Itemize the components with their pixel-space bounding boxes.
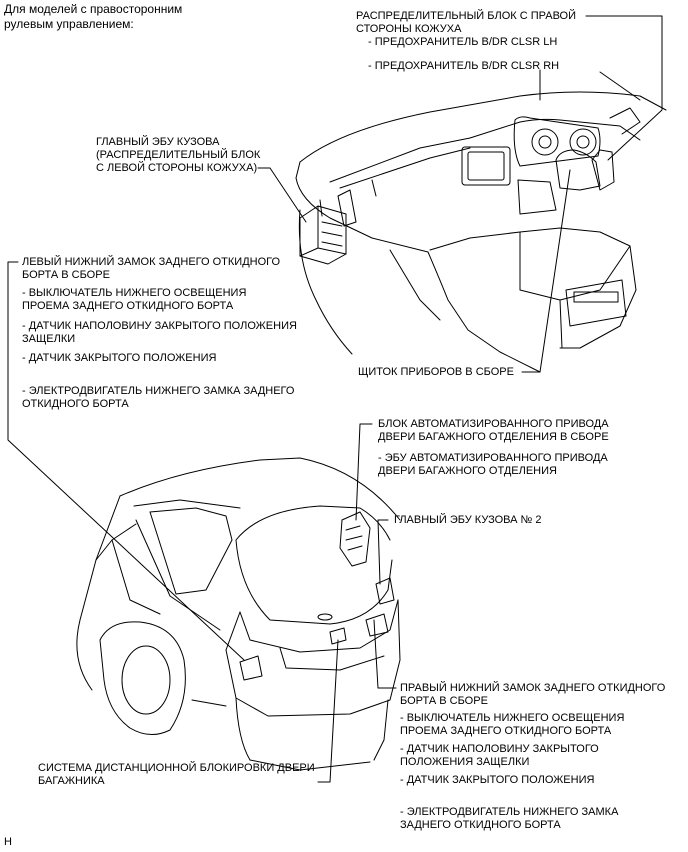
figure-code: H	[4, 836, 12, 848]
power-back-door-item-1: - ЭБУ АВТОМАТИЗИРОВАННОГО ПРИВОДА ДВЕРИ …	[378, 452, 608, 477]
left-lock-title-2: БОРТА В СБОРЕ	[22, 269, 110, 281]
leader-lines	[7, 15, 663, 783]
main-body-ecu-box	[299, 205, 347, 265]
left-lock-item-1: - ВЫКЛЮЧАТЕЛЬ НИЖНЕГО ОСВЕЩЕНИЯ ПРОЕМА З…	[22, 287, 247, 312]
right-lock-item-3: - ДАТЧИК ЗАКРЫТОГО ПОЛОЖЕНИЯ	[400, 774, 595, 786]
right-lock-item-4: - ЭЛЕКТРОДВИГАТЕЛЬ НИЖНЕГО ЗАМКА ЗАДНЕГО…	[400, 806, 619, 831]
header-line-1: Для моделей с правосторонним	[4, 2, 183, 16]
left-lock-item-3: - ДАТЧИК ЗАКРЫТОГО ПОЛОЖЕНИЯ	[22, 352, 217, 364]
dist-block-rh-title-1: РАСПРЕДЕЛИТЕЛЬНЫЙ БЛОК С ПРАВОЙ	[356, 10, 577, 22]
dist-block-rh-item-2: - ПРЕДОХРАНИТЕЛЬ B/DR CLSR RH	[368, 60, 560, 72]
remote-lock-line-1: СИСТЕМА ДИСТАНЦИОННОЙ БЛОКИРОВКИ ДВЕРИ	[38, 762, 315, 774]
power-back-door-title-1: БЛОК АВТОМАТИЗИРОВАННОГО ПРИВОДА	[378, 418, 609, 430]
main-body-ecu-line-1: ГЛАВНЫЙ ЭБУ КУЗОВА	[96, 136, 220, 148]
remote-lock-line-2: БАГАЖНИКА	[38, 775, 105, 787]
right-lock-title-1: ПРАВЫЙ НИЖНИЙ ЗАМОК ЗАДНЕГО ОТКИДНОГО	[400, 682, 666, 694]
header-line-2: рулевым управлением:	[4, 17, 134, 31]
label-main-body-ecu-2: ГЛАВНЫЙ ЭБУ КУЗОВА № 2	[394, 514, 542, 526]
left-lock-title-1: ЛЕВЫЙ НИЖНИЙ ЗАМОК ЗАДНЕГО ОТКИДНОГО	[22, 256, 281, 268]
right-lock-item-2: - ДАТЧИК НАПОЛОВИНУ ЗАКРЫТОГО ПОЛОЖЕНИЯ …	[400, 743, 599, 768]
right-lock-title-2: БОРТА В СБОРЕ	[400, 695, 488, 707]
main-body-ecu-line-3: С ЛЕВОЙ СТОРОНЫ КОЖУХА)	[96, 162, 258, 174]
vehicle-rear-illustration	[76, 457, 401, 771]
dashboard-illustration	[295, 69, 667, 373]
right-lock-item-1: - ВЫКЛЮЧАТЕЛЬ НИЖНЕГО ОСВЕЩЕНИЯ ПРОЕМА З…	[400, 712, 625, 737]
left-lock-item-2: - ДАТЧИК НАПОЛОВИНУ ЗАКРЫТОГО ПОЛОЖЕНИЯ …	[22, 320, 297, 345]
dist-block-rh-title-2: СТОРОНЫ КОЖУХА	[356, 23, 462, 35]
main-body-ecu-line-2: (РАСПРЕДЕЛИТЕЛЬНЫЙ БЛОК	[96, 149, 261, 161]
dist-block-rh-item-1: - ПРЕДОХРАНИТЕЛЬ B/DR CLSR LH	[368, 36, 558, 48]
left-lock-item-4: - ЭЛЕКТРОДВИГАТЕЛЬ НИЖНЕГО ЗАМКА ЗАДНЕГО…	[22, 385, 295, 410]
power-back-door-title-2: ДВЕРИ БАГАЖНОГО ОТДЕЛЕНИЯ В СБОРЕ	[378, 431, 609, 443]
label-combination-meter: ЩИТОК ПРИБОРОВ В СБОРЕ	[358, 366, 514, 378]
